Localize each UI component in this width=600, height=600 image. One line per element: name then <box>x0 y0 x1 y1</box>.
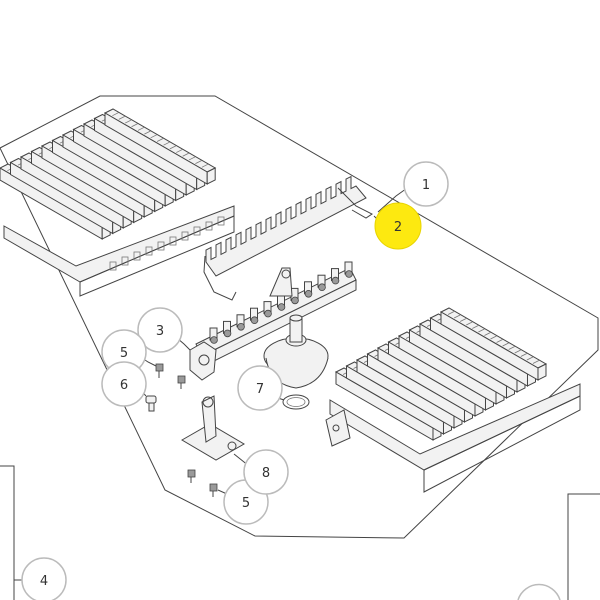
comb-plate <box>203 175 373 301</box>
callout-4[interactable]: 4 <box>21 557 67 600</box>
callout-1[interactable]: 1 <box>403 161 449 207</box>
callout-8[interactable]: 8 <box>243 449 289 495</box>
lower-left-frame <box>0 465 15 600</box>
svg-text:2: 2 <box>394 220 402 235</box>
right-burner-blade <box>439 307 548 381</box>
screw-6 <box>145 395 157 412</box>
mounting-bracket <box>181 395 245 461</box>
callout-2[interactable]: 2 <box>374 202 422 250</box>
svg-text:6: 6 <box>120 378 128 393</box>
assembly-boundary <box>0 95 599 539</box>
left-burner-blade <box>103 108 217 185</box>
svg-text:3: 3 <box>156 324 164 339</box>
callout-partial-bottom-right <box>517 583 561 600</box>
lower-right-frame <box>567 493 600 600</box>
gas-manifold <box>189 261 357 381</box>
screw-5-b <box>177 375 186 389</box>
left-burner-assembly <box>0 108 235 297</box>
svg-text:1: 1 <box>422 178 430 193</box>
gas-valve-diaphragm <box>263 314 329 410</box>
svg-text:5: 5 <box>242 496 250 511</box>
callout-7[interactable]: 7 <box>237 365 283 411</box>
svg-text:4: 4 <box>40 574 48 589</box>
callout-6[interactable]: 6 <box>101 361 147 407</box>
svg-text:8: 8 <box>262 466 270 481</box>
svg-text:7: 7 <box>256 382 264 397</box>
screw-5-d <box>209 483 218 497</box>
screw-5-c <box>187 469 196 483</box>
svg-text:5: 5 <box>120 346 128 361</box>
screw-5-a <box>155 363 164 378</box>
callout-3[interactable]: 3 <box>137 307 183 353</box>
right-burner-assembly <box>325 307 581 493</box>
